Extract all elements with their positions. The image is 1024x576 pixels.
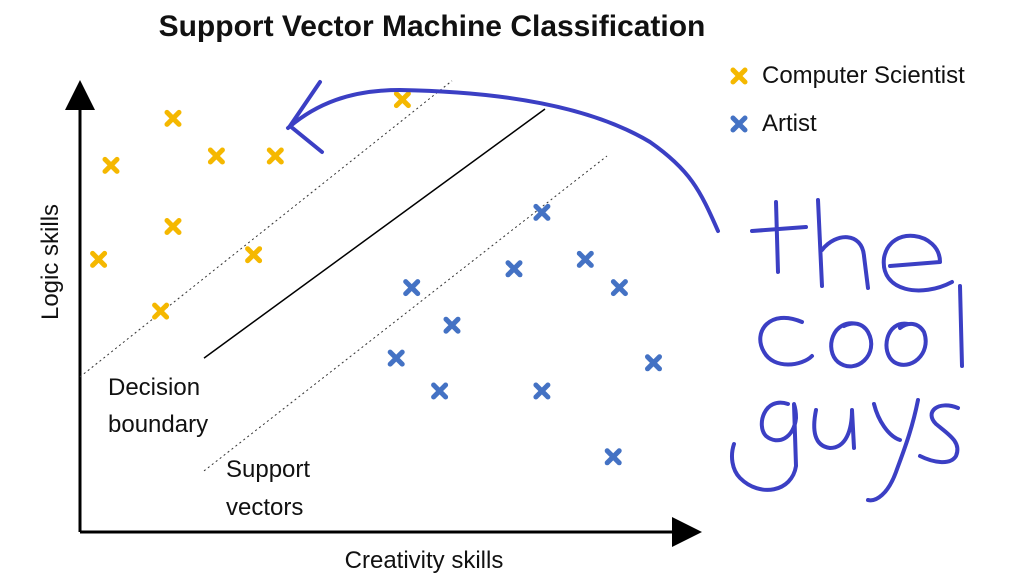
handwritten-arrow bbox=[286, 88, 720, 233]
legend-marker-computer-scientist bbox=[730, 67, 748, 85]
legend-label-artist: Artist bbox=[762, 110, 817, 137]
handwritten-word-guys bbox=[730, 398, 960, 503]
computer-scientist-point-4 bbox=[164, 218, 182, 235]
artist-point-5 bbox=[443, 316, 461, 334]
handwritten-arrowhead bbox=[288, 80, 324, 154]
handwritten-word-the bbox=[750, 198, 954, 293]
artist-point-0 bbox=[533, 203, 551, 221]
handwritten-word-cool bbox=[758, 284, 964, 369]
legend-cross-1 bbox=[730, 115, 748, 133]
computer-scientist-point-3 bbox=[266, 147, 284, 165]
decision-boundary-line bbox=[203, 108, 546, 359]
computer-scientist-point-1 bbox=[102, 156, 120, 174]
artist-point-6 bbox=[387, 349, 405, 367]
diagram-title: Support Vector Machine Classification bbox=[159, 10, 706, 43]
decision-boundary-label-line1: Decision bbox=[108, 374, 200, 401]
handwritten-text bbox=[730, 198, 964, 503]
decision-boundary-label-line2: boundary bbox=[108, 411, 208, 438]
artist-point-10 bbox=[604, 448, 622, 466]
computer-scientist-point-2 bbox=[207, 147, 225, 165]
legend-marker-artist bbox=[730, 115, 748, 133]
y-axis-label: Logic skills bbox=[37, 204, 64, 320]
computer-scientist-point-8 bbox=[393, 91, 411, 109]
artist-point-4 bbox=[403, 279, 421, 297]
artist-point-2 bbox=[505, 260, 523, 278]
artist-point-3 bbox=[610, 279, 628, 297]
computer-scientist-point-6 bbox=[245, 246, 263, 264]
support-vectors-label-line2: vectors bbox=[226, 494, 303, 521]
artist-point-1 bbox=[576, 250, 594, 268]
legend: Computer Scientist Artist bbox=[730, 62, 965, 137]
computer-scientist-point-0 bbox=[164, 109, 182, 127]
artist-point-8 bbox=[431, 382, 449, 400]
support-vector-upper-line bbox=[79, 80, 453, 378]
legend-label-computer-scientist: Computer Scientist bbox=[762, 62, 965, 89]
scatter-points bbox=[90, 91, 662, 466]
support-vectors-label-line1: Support bbox=[226, 456, 310, 483]
artist-point-7 bbox=[645, 354, 662, 372]
legend-cross-0 bbox=[730, 67, 748, 85]
computer-scientist-point-5 bbox=[90, 250, 108, 268]
x-axis-label: Creativity skills bbox=[345, 547, 504, 574]
computer-scientist-point-7 bbox=[152, 302, 170, 320]
artist-point-9 bbox=[533, 382, 551, 400]
